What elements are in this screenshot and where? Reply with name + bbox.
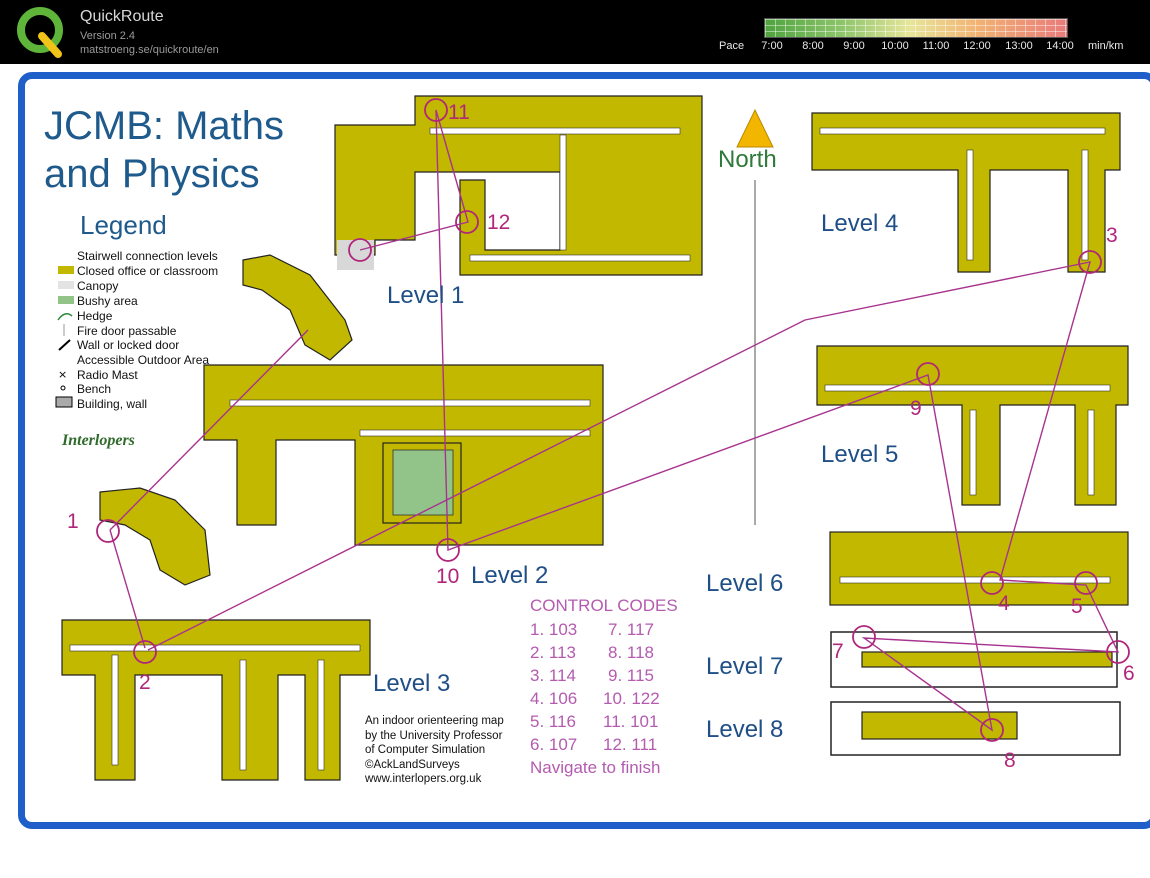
control-code: 8. 118 [608,643,655,662]
control-code: 7. 117 [608,620,655,639]
control-number: 6 [1123,662,1135,685]
control-number: 7 [832,640,844,663]
control-code: 6. 107 [530,735,578,754]
app-title: QuickRoute [80,8,164,25]
control-number: 12 [487,211,511,234]
control-codes-title: CONTROL CODES [530,596,678,615]
control-code: 9. 115 [608,666,655,685]
control-number: 4 [998,592,1010,615]
pace-tick: 14:00 [1046,40,1074,52]
level-label: Level 8 [706,716,784,743]
control-code: 12. 111 [603,735,658,754]
quickroute-logo-icon [17,7,63,58]
app-header: QuickRoute Version 2.4 matstroeng.se/qui… [0,0,1150,64]
control-number: 9 [910,397,922,420]
pace-color-scale [764,18,1068,38]
control-code: 3. 114 [530,666,577,685]
pace-tick: 9:00 [843,40,865,52]
pace-tick: 12:00 [963,40,991,52]
level-label: Level 6 [706,570,784,597]
pace-tick: 13:00 [1005,40,1033,52]
control-code: 2. 113 [530,643,577,662]
legend-item: Stairwell connection levels [77,249,218,263]
app-version: Version 2.4 [80,30,136,42]
level-label: Level 2 [471,562,549,589]
interlopers-logo: Interlopers [62,432,135,449]
control-code: 11. 101 [603,712,659,731]
legend-item: Closed office or classroom [77,264,219,278]
pace-tick: 7:00 [761,40,783,52]
legend-item: Building, wall [77,397,148,411]
control-number: 1 [67,510,79,533]
level-label: Level 3 [373,670,451,697]
north-label: North [718,146,777,173]
pace-tick: 10:00 [881,40,909,52]
pace-tick: 11:00 [922,40,950,52]
control-number: 3 [1106,224,1118,247]
legend-item: Radio Mast [77,368,138,382]
legend-item: Bench [77,382,112,396]
control-number: 8 [1004,749,1016,772]
control-code: 5. 116 [530,712,577,731]
legend-item: Hedge [77,309,113,323]
control-number: 2 [139,671,151,694]
control-code: 10. 122 [603,689,660,708]
level-label: Level 7 [706,653,784,680]
legend-item: Accessible Outdoor Area [77,353,210,367]
pace-tick: 8:00 [802,40,824,52]
pace-unit: min/km [1088,40,1124,52]
legend-item: Fire door passable [77,324,177,338]
control-code: 1. 103 [530,620,578,639]
legend-item: Canopy [77,279,119,293]
map-title: JCMB: Maths and Physics [44,104,285,196]
finish-note: Navigate to finish [530,758,661,777]
control-code: 4. 106 [530,689,578,708]
legend-item: Wall or locked door [77,338,180,352]
control-number: 5 [1071,595,1083,618]
pace-label: Pace [719,40,745,52]
level-label: Level 1 [387,282,465,309]
app-url[interactable]: matstroeng.se/quickroute/en [80,44,219,56]
legend-title: Legend [80,210,167,240]
level-label: Level 4 [821,210,899,237]
level-label: Level 5 [821,441,899,468]
legend-item: Bushy area [77,294,138,308]
control-number: 10 [436,565,460,588]
control-number: 11 [448,101,470,124]
